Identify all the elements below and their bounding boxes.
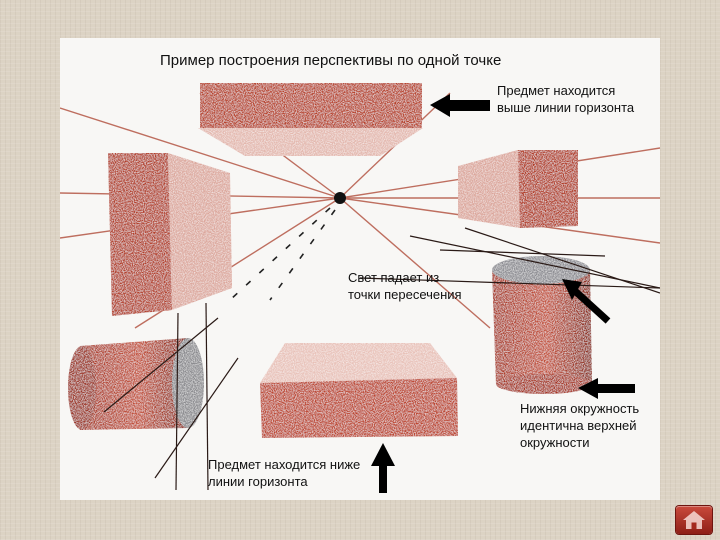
- perspective-drawing: [60, 83, 660, 493]
- arrow-below-horizon: [371, 443, 395, 493]
- box-below-horizon: [260, 343, 458, 438]
- arrow-light: [562, 279, 611, 324]
- tangent-lines: [103, 227, 660, 491]
- label-below-horizon: Предмет находится ниже линии горизонта: [208, 457, 361, 489]
- cylinder-left: [68, 338, 204, 430]
- slide-canvas: Пример построения перспективы по одной т…: [60, 38, 660, 500]
- dashed-guides: [229, 207, 336, 301]
- box-left: [108, 153, 232, 316]
- slide-title: Пример построения перспективы по одной т…: [160, 52, 502, 69]
- label-above-horizon: Предмет находится выше линии горизонта: [497, 83, 635, 115]
- arrow-bottom-circle: [578, 378, 635, 399]
- label-bottom-circle: Нижняя окружность идентична верхней окру…: [520, 401, 640, 450]
- label-light-source: Свет падает из точки пересечения: [348, 270, 462, 302]
- box-above-horizon: [198, 83, 423, 156]
- home-button[interactable]: [676, 506, 712, 534]
- vanishing-point: [334, 192, 346, 204]
- box-right: [458, 150, 578, 228]
- arrow-above-horizon: [430, 94, 490, 117]
- cylinder-right: [492, 256, 592, 394]
- home-icon: [683, 511, 705, 529]
